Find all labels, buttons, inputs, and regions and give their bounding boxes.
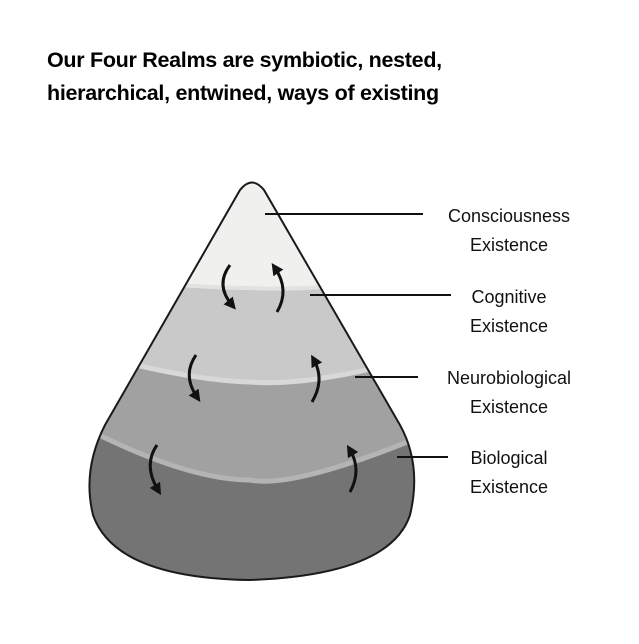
label-line: Existence — [469, 316, 549, 336]
label-cognitive: Cognitive Existence — [414, 283, 604, 341]
cone-outline — [88, 181, 416, 582]
down-arrow-icon — [221, 264, 236, 310]
label-biological: Biological Existence — [414, 444, 604, 502]
label-line: Neurobiological — [446, 368, 572, 388]
up-arrow-icon — [271, 263, 285, 313]
title-line-2: hierarchical, entwined, ways of existing — [47, 81, 439, 105]
label-line: Biological — [470, 448, 548, 468]
down-arrow-icon — [187, 354, 201, 402]
label-consciousness: Consciousness Existence — [414, 202, 604, 260]
title-line-1: Our Four Realms are symbiotic, nested, — [47, 48, 442, 72]
down-arrow-icon — [148, 444, 162, 496]
label-line: Existence — [469, 477, 549, 497]
label-line: Consciousness — [447, 206, 571, 226]
label-line: Cognitive — [471, 287, 547, 307]
label-line: Existence — [469, 397, 549, 417]
label-neurobiological: Neurobiological Existence — [414, 364, 604, 422]
up-arrow-icon — [346, 444, 359, 493]
label-line: Existence — [469, 235, 549, 255]
diagram-title: Our Four Realms are symbiotic, nested, h… — [47, 44, 442, 110]
up-arrow-icon — [310, 354, 323, 403]
band-consciousness — [89, 182, 415, 289]
